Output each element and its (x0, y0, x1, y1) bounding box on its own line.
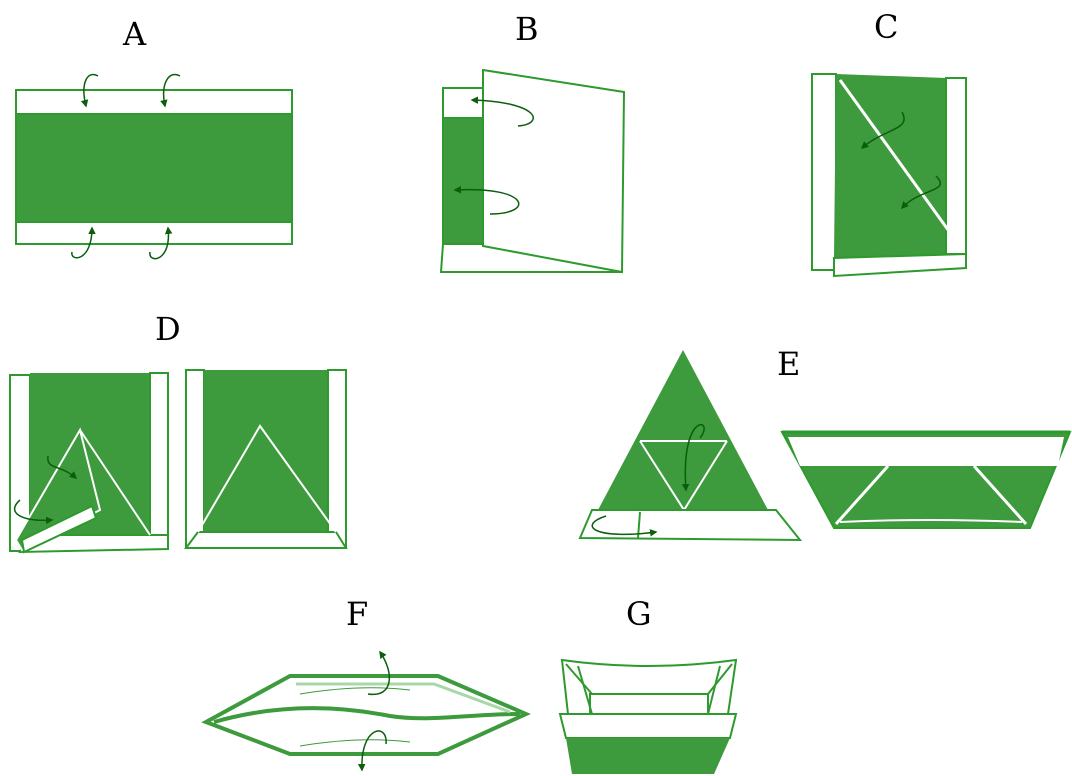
step-c-fold-arrow-2 (900, 175, 942, 210)
step-c: C (811, 8, 967, 278)
step-e2-crease-left (834, 464, 890, 526)
step-d2-right-strip (327, 369, 347, 549)
step-g-box-wall-white (558, 713, 738, 739)
step-e2-bottom-crease (839, 519, 1023, 523)
step-a-label: A (122, 15, 147, 53)
step-d-label: D (155, 310, 181, 348)
step-g-label: G (626, 595, 652, 633)
step-c-diagonal-crease (838, 79, 966, 253)
step-g-box-wall-green (566, 738, 730, 774)
step-a-top-flap (15, 89, 293, 115)
step-d2-left-strip (185, 369, 205, 549)
step-b-green-strip (442, 117, 484, 245)
step-b-top-strip (442, 87, 486, 119)
step-d: D (9, 310, 348, 554)
step-g-inner-back (589, 693, 709, 715)
step-g: G (558, 595, 738, 774)
step-e1-bottom-strip (578, 509, 803, 542)
step-f-inner-fold-top (213, 706, 521, 724)
step-d2-green-sheet (204, 370, 328, 532)
step-f-fold-arrow-bottom (357, 730, 387, 772)
step-f-guide-top (299, 687, 411, 695)
step-e1-crease-left (639, 440, 685, 511)
step-e1-fold-arrow-1 (681, 423, 705, 492)
step-f-fold-arrow-top (367, 650, 391, 696)
step-d1-flap-underside (20, 504, 98, 554)
step-e1-crease-right (683, 440, 728, 511)
step-e-label: E (777, 345, 800, 383)
step-a-fold-arrow-2 (160, 73, 181, 108)
step-a-fold-arrow-4 (149, 226, 173, 260)
step-d1-fold-arrow-2 (13, 499, 54, 525)
step-a-fold-arrow-3 (71, 226, 96, 259)
step-c-fold-arrow-1 (860, 111, 905, 149)
step-c-left-strip (811, 73, 837, 271)
step-g-inner-right (707, 663, 733, 695)
step-f: F (201, 595, 531, 772)
step-f-hexagon-outer (201, 674, 531, 756)
step-a-bottom-flap (15, 221, 293, 245)
step-e1-triangle (598, 350, 768, 510)
step-e: E (578, 345, 1072, 542)
step-c-label: C (874, 8, 898, 46)
step-c-green-sheet (834, 74, 946, 258)
step-b-fold-arrow-1 (470, 96, 535, 127)
step-d2-triangle-crease (197, 424, 337, 533)
step-b-fold-arrow-2 (453, 185, 520, 215)
step-a: A (15, 15, 293, 260)
step-e2-crease-right (972, 464, 1028, 526)
step-c-bottom-strip (833, 252, 967, 278)
step-f-edge-highlight (296, 682, 511, 714)
step-e2-top-band (788, 437, 1064, 466)
step-f-label: F (346, 595, 368, 633)
step-f-guide-bottom (299, 739, 411, 747)
step-b: B (439, 10, 626, 274)
step-a-fold-arrow-1 (80, 73, 99, 108)
step-d2-bottom-strip (184, 531, 348, 549)
step-d1-fold-arrow-1 (47, 455, 78, 479)
step-g-inner-right-2 (707, 665, 721, 715)
step-e1-fold-arrow-2 (591, 515, 658, 537)
step-d1-crease-right (79, 429, 151, 536)
step-b-label: B (515, 10, 539, 48)
step-g-inner-left-2 (577, 665, 593, 715)
step-b-folded-sheet (482, 68, 626, 274)
step-d1-right-strip (149, 372, 169, 550)
step-g-inner-left (565, 663, 593, 695)
step-c-right-strip (945, 77, 967, 255)
step-a-green-panel (15, 113, 293, 223)
